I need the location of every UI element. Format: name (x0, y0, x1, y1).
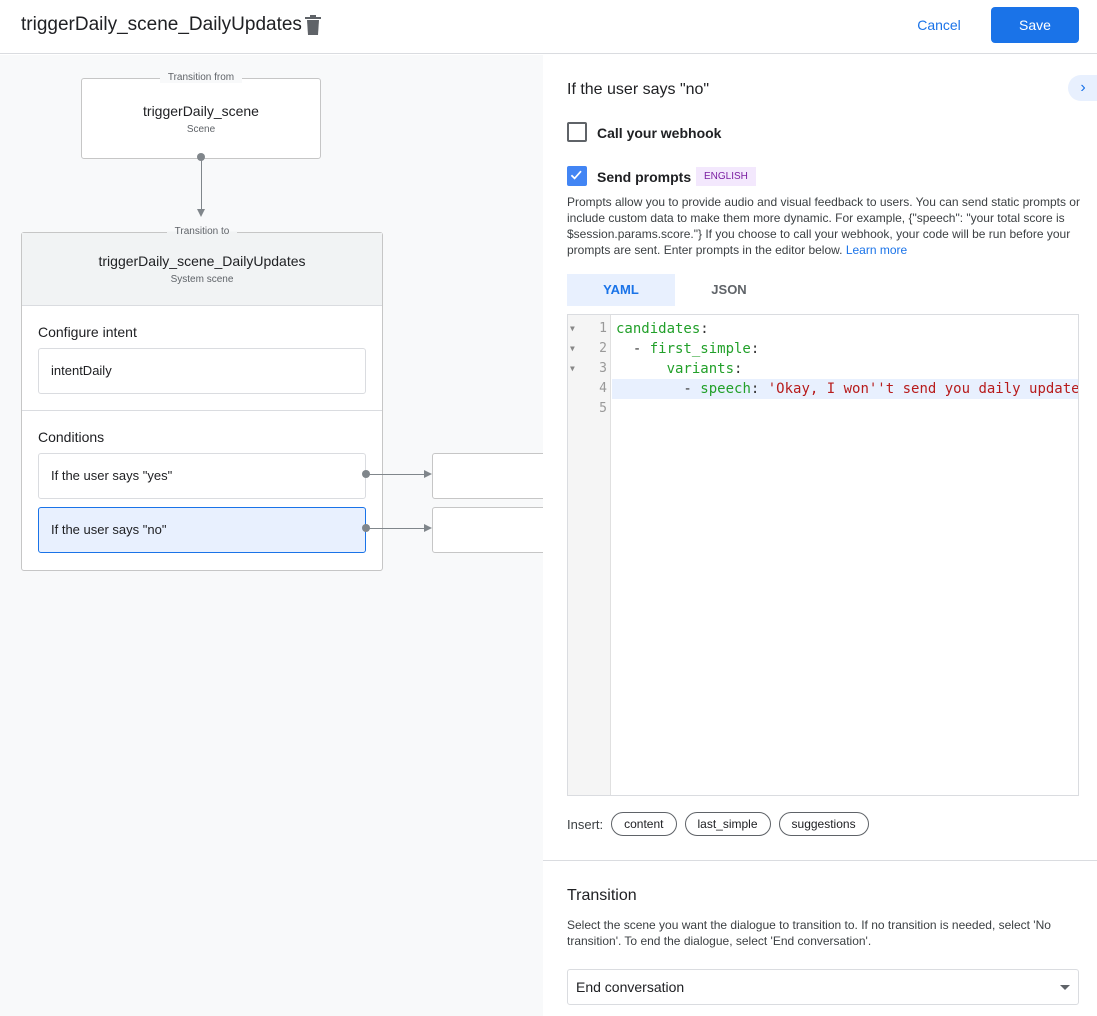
dropdown-caret-icon (1060, 985, 1070, 990)
details-panel: › If the user says "no" Call your webhoo… (543, 55, 1097, 1016)
fold-icon[interactable]: ▼ (570, 364, 575, 373)
fold-icon[interactable]: ▼ (570, 344, 575, 353)
condition-yes[interactable]: If the user says "yes" (38, 453, 366, 499)
arrow-right-icon (424, 524, 432, 532)
tab-json[interactable]: JSON (711, 282, 747, 297)
connector-line (366, 528, 426, 529)
learn-more-link[interactable]: Learn more (845, 243, 908, 257)
arrow-right-icon (424, 470, 432, 478)
no-target-node[interactable] (432, 507, 543, 553)
top-bar: triggerDaily_scene_DailyUpdates Cancel S… (0, 0, 1097, 54)
intent-field[interactable]: intentDaily (38, 348, 366, 394)
code-editor[interactable]: ▼1 ▼2 ▼3 4 5 candidates: - first_simple:… (567, 314, 1079, 796)
transition-to-node: Transition to triggerDaily_scene_DailyUp… (21, 226, 383, 571)
cancel-button[interactable]: Cancel (904, 9, 974, 41)
code-line (612, 399, 1078, 419)
check-icon (570, 170, 582, 180)
insert-content-chip[interactable]: content (611, 812, 677, 836)
to-scene-name: triggerDaily_scene_DailyUpdates (98, 253, 306, 269)
conditions-label: Conditions (38, 429, 105, 445)
page-title: triggerDaily_scene_DailyUpdates (21, 14, 302, 35)
transition-select[interactable]: End conversation (567, 969, 1079, 1005)
code-line: variants: (666, 361, 743, 377)
prompts-description: Prompts allow you to provide audio and v… (567, 195, 1080, 257)
connector-line (201, 157, 202, 209)
yes-target-node[interactable] (432, 453, 543, 499)
line-gutter: ▼1 ▼2 ▼3 4 5 (568, 315, 611, 795)
divider (543, 860, 1097, 861)
code-line-active: - speech: 'Okay, I won''t send you daily… (612, 379, 1078, 399)
webhook-checkbox[interactable] (567, 122, 587, 142)
language-badge: ENGLISH (696, 167, 756, 186)
chevron-right-icon[interactable]: › (1068, 75, 1097, 101)
transition-heading: Transition (567, 887, 637, 904)
transition-to-legend: Transition to (166, 226, 238, 237)
panel-heading: If the user says "no" (567, 81, 710, 98)
code-lines: candidates: - first_simple: variants: - … (612, 319, 1078, 419)
transition-description: Select the scene you want the dialogue t… (567, 918, 1051, 948)
transition-from-legend: Transition from (159, 72, 243, 83)
code-line: - first_simple: (616, 341, 760, 357)
trash-icon[interactable] (304, 15, 322, 35)
to-scene-type: System scene (170, 274, 234, 285)
from-scene-type: Scene (186, 124, 216, 135)
arrow-down-icon (197, 209, 205, 217)
code-line: candidates: (616, 321, 709, 337)
connector-line (366, 474, 426, 475)
save-button[interactable]: Save (991, 7, 1079, 43)
insert-row: Insert: content last_simple suggestions (567, 812, 869, 836)
condition-no[interactable]: If the user says "no" (38, 507, 366, 553)
send-prompts-label: Send prompts (597, 169, 692, 185)
webhook-label: Call your webhook (597, 125, 722, 141)
scene-canvas: Transition from triggerDaily_scene Scene… (0, 55, 543, 1016)
tab-yaml[interactable]: YAML (567, 274, 675, 306)
configure-intent-label: Configure intent (38, 324, 137, 340)
transition-from-node[interactable]: Transition from triggerDaily_scene Scene (81, 72, 321, 159)
from-scene-name: triggerDaily_scene (143, 103, 259, 119)
send-prompts-checkbox[interactable] (567, 166, 587, 186)
format-tabs: YAML JSON (567, 274, 783, 306)
insert-label: Insert: (567, 816, 604, 832)
insert-suggestions-chip[interactable]: suggestions (778, 812, 869, 836)
fold-icon[interactable]: ▼ (570, 324, 575, 333)
insert-last-simple-chip[interactable]: last_simple (684, 812, 771, 836)
